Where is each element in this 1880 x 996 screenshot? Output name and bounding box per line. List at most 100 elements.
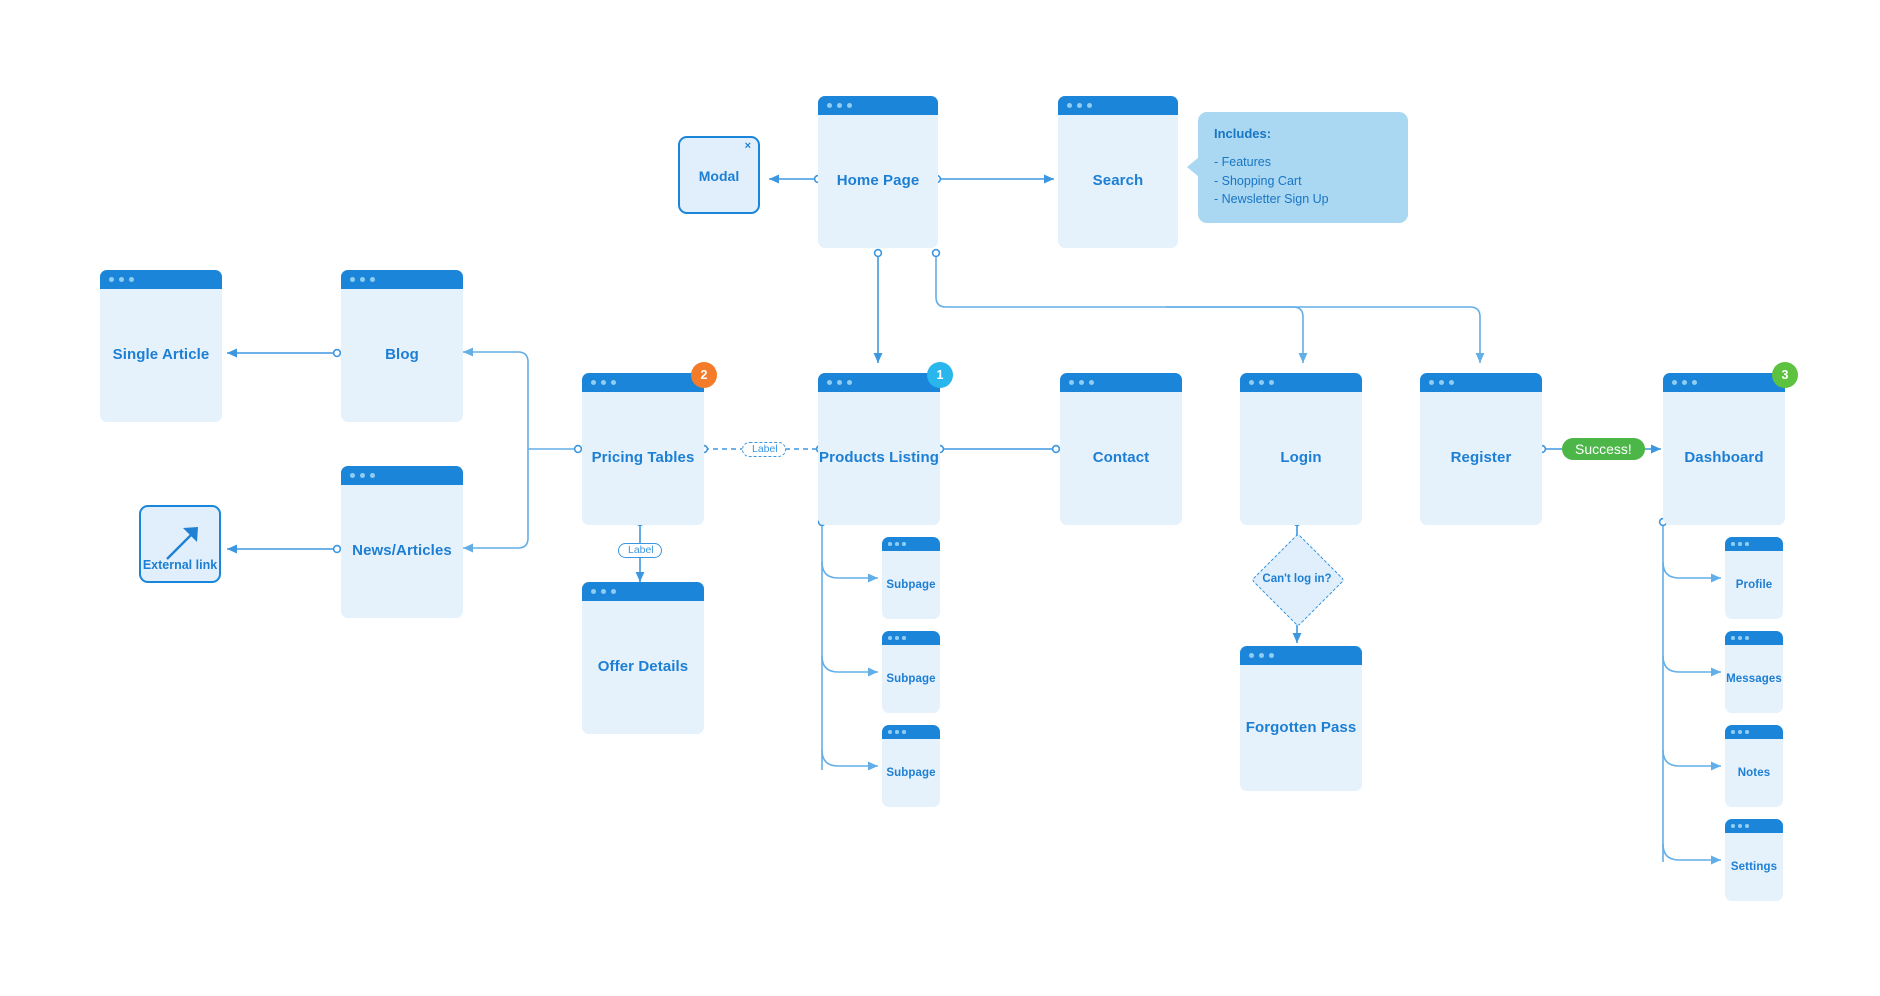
node-label: Single Article [112, 346, 210, 364]
node-search[interactable]: Search [1058, 96, 1178, 248]
node-label: Subpage [886, 672, 936, 685]
window-body: Subpage [882, 551, 940, 619]
node-label: Search [1092, 172, 1144, 190]
window-dot-icon [1429, 380, 1434, 385]
node-profile[interactable]: Profile [1725, 537, 1783, 619]
window-titlebar [100, 270, 222, 289]
window-dot-icon [360, 277, 365, 282]
window-dot-icon [1692, 380, 1697, 385]
modal-close-icon[interactable]: × [744, 140, 751, 152]
window-body: Offer Details [582, 601, 704, 734]
callout-item: - Shopping Cart [1214, 173, 1302, 188]
window-dot-icon [1089, 380, 1094, 385]
window-body: Messages [1725, 645, 1783, 713]
node-external-link[interactable]: External link [139, 505, 221, 583]
node-offer-details[interactable]: Offer Details [582, 582, 704, 734]
window-dot-icon [370, 277, 375, 282]
window-titlebar [1725, 631, 1783, 645]
arrow-up-right-icon [166, 527, 198, 560]
window-body: Settings [1725, 833, 1783, 901]
node-subpage-1[interactable]: Subpage [882, 537, 940, 619]
status-badge: 2 [691, 362, 717, 388]
window-dot-icon [1731, 542, 1735, 546]
window-titlebar [882, 725, 940, 739]
window-dot-icon [370, 473, 375, 478]
window-body: Single Article [100, 289, 222, 422]
window-body: Register [1420, 392, 1542, 525]
window-dot-icon [888, 542, 892, 546]
decision-label: Can't log in? [1262, 573, 1332, 585]
window-dot-icon [888, 730, 892, 734]
window-dot-icon [902, 730, 906, 734]
window-body: Home Page [818, 115, 938, 248]
node-label: Notes [1737, 766, 1771, 779]
node-single-article[interactable]: Single Article [100, 270, 222, 422]
window-dot-icon [350, 277, 355, 282]
node-subpage-2[interactable]: Subpage [882, 631, 940, 713]
node-login[interactable]: Login [1240, 373, 1362, 525]
node-forgotten-pass[interactable]: Forgotten Pass [1240, 646, 1362, 791]
node-blog[interactable]: Blog [341, 270, 463, 422]
node-subpage-3[interactable]: Subpage [882, 725, 940, 807]
window-dot-icon [611, 589, 616, 594]
window-titlebar [1060, 373, 1182, 392]
window-dot-icon [1269, 653, 1274, 658]
window-dot-icon [827, 103, 832, 108]
window-body: Subpage [882, 645, 940, 713]
node-label: Register [1450, 449, 1512, 467]
node-label: News/Articles [352, 542, 452, 560]
window-dot-icon [1067, 103, 1072, 108]
window-dot-icon [1738, 824, 1742, 828]
window-dot-icon [1249, 653, 1254, 658]
window-dot-icon [1069, 380, 1074, 385]
node-label: Contact [1092, 449, 1150, 467]
window-titlebar [1240, 646, 1362, 665]
status-badge: 1 [927, 362, 953, 388]
node-label: Dashboard [1684, 449, 1764, 467]
window-dot-icon [895, 542, 899, 546]
connector-label-pricing-offer: Label [618, 543, 662, 558]
node-label: Blog [385, 346, 419, 364]
node-notes[interactable]: Notes [1725, 725, 1783, 807]
node-label: Subpage [886, 578, 936, 591]
node-products-listing[interactable]: 1 Products Listing [818, 362, 953, 525]
window-dot-icon [350, 473, 355, 478]
window-titlebar [1058, 96, 1178, 115]
node-label: Modal [698, 168, 740, 184]
window-dot-icon [1745, 824, 1749, 828]
window-body: Blog [341, 289, 463, 422]
window-dot-icon [591, 380, 596, 385]
node-contact[interactable]: Contact [1060, 373, 1182, 525]
node-home-page[interactable]: Home Page [818, 96, 938, 248]
node-label: Profile [1735, 578, 1773, 591]
window-titlebar [341, 270, 463, 289]
callout-item: - Newsletter Sign Up [1214, 192, 1329, 206]
window-body: News/Articles [341, 485, 463, 618]
window-titlebar [882, 537, 940, 551]
node-pricing-tables[interactable]: 2 Pricing Tables [582, 362, 717, 525]
window-dot-icon [611, 380, 616, 385]
window-dot-icon [837, 103, 842, 108]
window-titlebar [582, 582, 704, 601]
window-titlebar [341, 466, 463, 485]
window-dot-icon [1738, 730, 1742, 734]
window-dot-icon [360, 473, 365, 478]
window-dot-icon [1087, 103, 1092, 108]
node-modal[interactable]: × Modal [678, 136, 760, 214]
window-dot-icon [1738, 636, 1742, 640]
window-body: Contact [1060, 392, 1182, 525]
window-dot-icon [902, 636, 906, 640]
connector-label-success: Success! [1562, 438, 1645, 460]
node-label: External link [142, 558, 218, 572]
window-dot-icon [895, 730, 899, 734]
node-news-articles[interactable]: News/Articles [341, 466, 463, 618]
window-dot-icon [1077, 103, 1082, 108]
window-body: Pricing Tables [582, 392, 704, 525]
node-settings[interactable]: Settings [1725, 819, 1783, 901]
window-dot-icon [1731, 730, 1735, 734]
window-titlebar [818, 96, 938, 115]
window-dot-icon [1672, 380, 1677, 385]
node-messages[interactable]: Messages [1725, 631, 1783, 713]
node-dashboard[interactable]: 3 Dashboard [1663, 362, 1798, 525]
node-register[interactable]: Register [1420, 373, 1542, 525]
